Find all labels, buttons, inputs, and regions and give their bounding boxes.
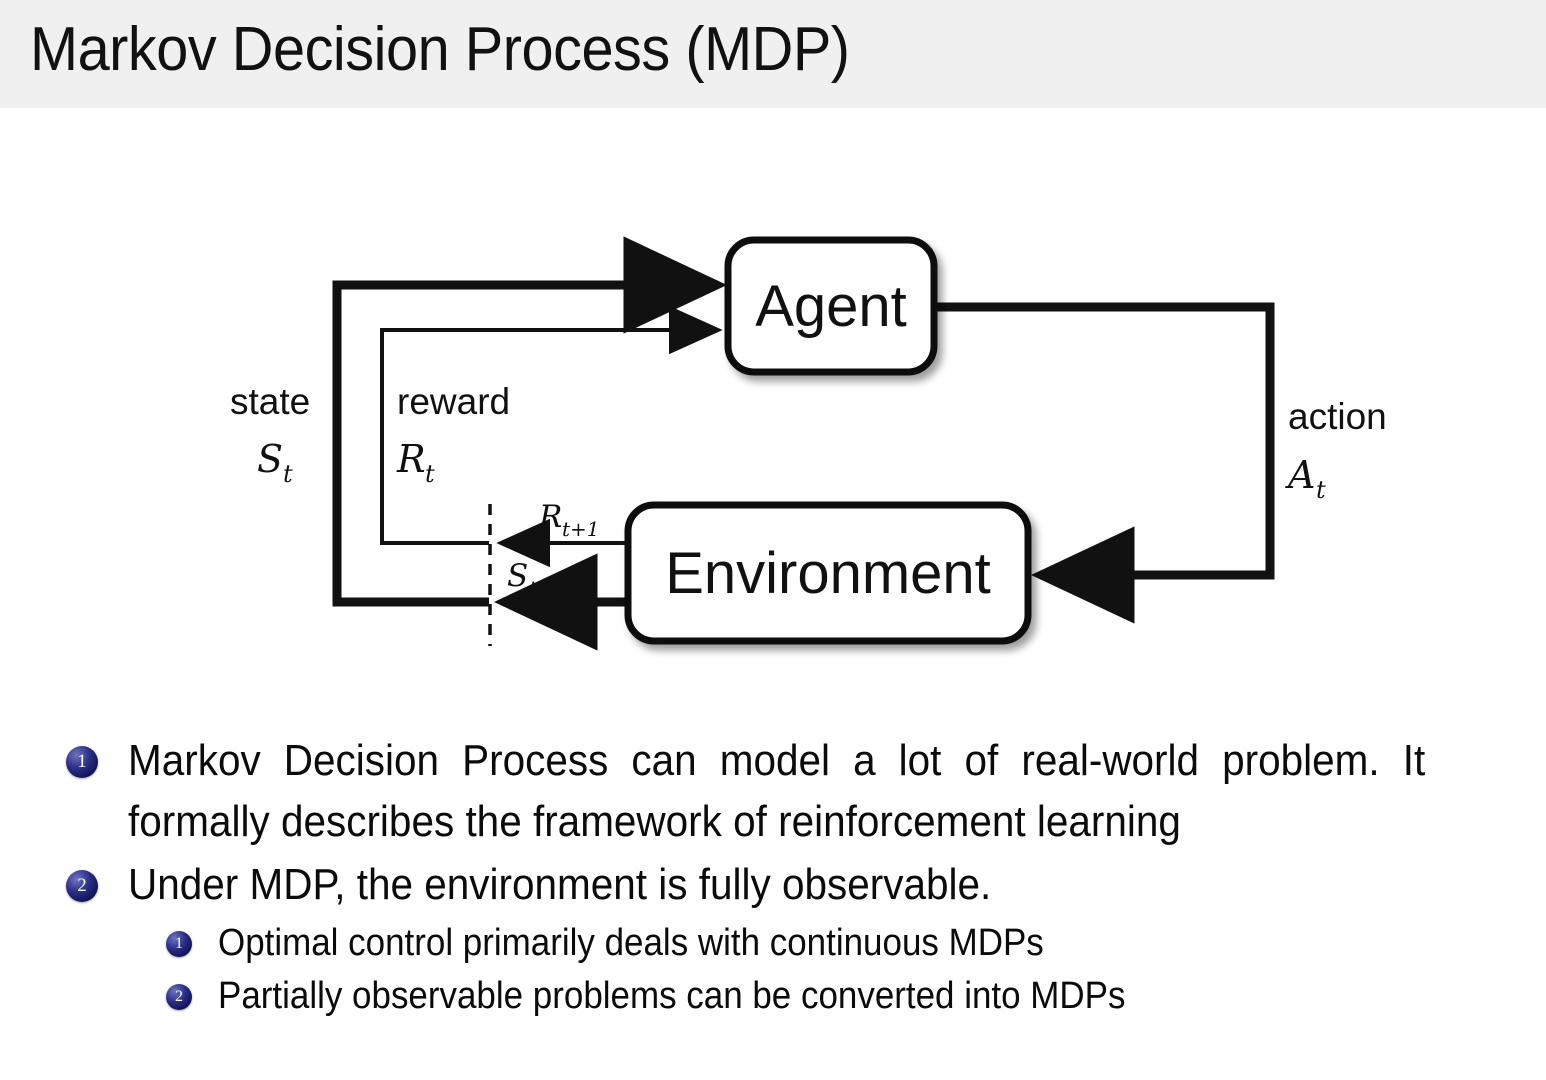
reward-next-label-group: R t+1 — [538, 499, 600, 541]
action-label-symbol: A — [1285, 453, 1315, 497]
agent-node[interactable]: Agent — [724, 236, 938, 376]
agent-node-label: Agent — [755, 274, 907, 339]
reward-label-word: reward — [397, 381, 510, 422]
mdp-diagram: Agent Environment state S t reward R t a… — [0, 108, 1546, 708]
bullet-list: 1 Markov Decision Process can model a lo… — [0, 730, 1546, 1023]
list-item: 1 Optimal control primarily deals with c… — [166, 917, 1546, 970]
reward-feedback-path — [380, 305, 723, 545]
action-label-group: action A t — [1285, 396, 1387, 504]
bullet-text: Markov Decision Process can model a lot … — [128, 736, 1426, 846]
bullet-text: Partially observable problems can be con… — [218, 975, 1126, 1017]
action-path — [932, 302, 1275, 624]
environment-node[interactable]: Environment — [624, 501, 1032, 645]
state-label-symbol: S — [257, 437, 283, 481]
list-item: 1 Markov Decision Process can model a lo… — [66, 730, 1546, 852]
bullet-number-badge: 1 — [166, 931, 192, 957]
bullet-number-badge: 2 — [66, 870, 98, 902]
state-next-subscript: t+1 — [529, 576, 567, 600]
bullet-number-badge: 2 — [166, 984, 192, 1010]
reward-label-subscript: t — [425, 460, 435, 488]
action-label-word: action — [1288, 396, 1387, 437]
state-feedback-path — [332, 236, 727, 607]
state-label-group: state S t — [230, 381, 310, 488]
reward-label-symbol: R — [396, 437, 426, 481]
bullet-text: Optimal control primarily deals with con… — [218, 922, 1044, 964]
reward-next-subscript: t+1 — [562, 517, 600, 541]
slide-header-bar: Markov Decision Process (MDP) — [0, 0, 1546, 108]
environment-node-label: Environment — [665, 541, 991, 606]
bullet-number-badge: 1 — [66, 746, 98, 778]
state-next-symbol: S — [507, 558, 528, 594]
state-label-word: state — [230, 381, 310, 422]
state-next-label-group: S t+1 — [507, 558, 567, 600]
reward-label-group: reward R t — [396, 381, 510, 488]
action-label-subscript: t — [1316, 476, 1326, 504]
state-label-subscript: t — [283, 460, 293, 488]
reward-next-symbol: R — [538, 499, 562, 535]
list-item: 2 Under MDP, the environment is fully ob… — [66, 854, 1546, 915]
list-item: 2 Partially observable problems can be c… — [166, 970, 1546, 1023]
page-title: Markov Decision Process (MDP) — [30, 15, 850, 84]
bullet-text: Under MDP, the environment is fully obse… — [128, 860, 992, 909]
